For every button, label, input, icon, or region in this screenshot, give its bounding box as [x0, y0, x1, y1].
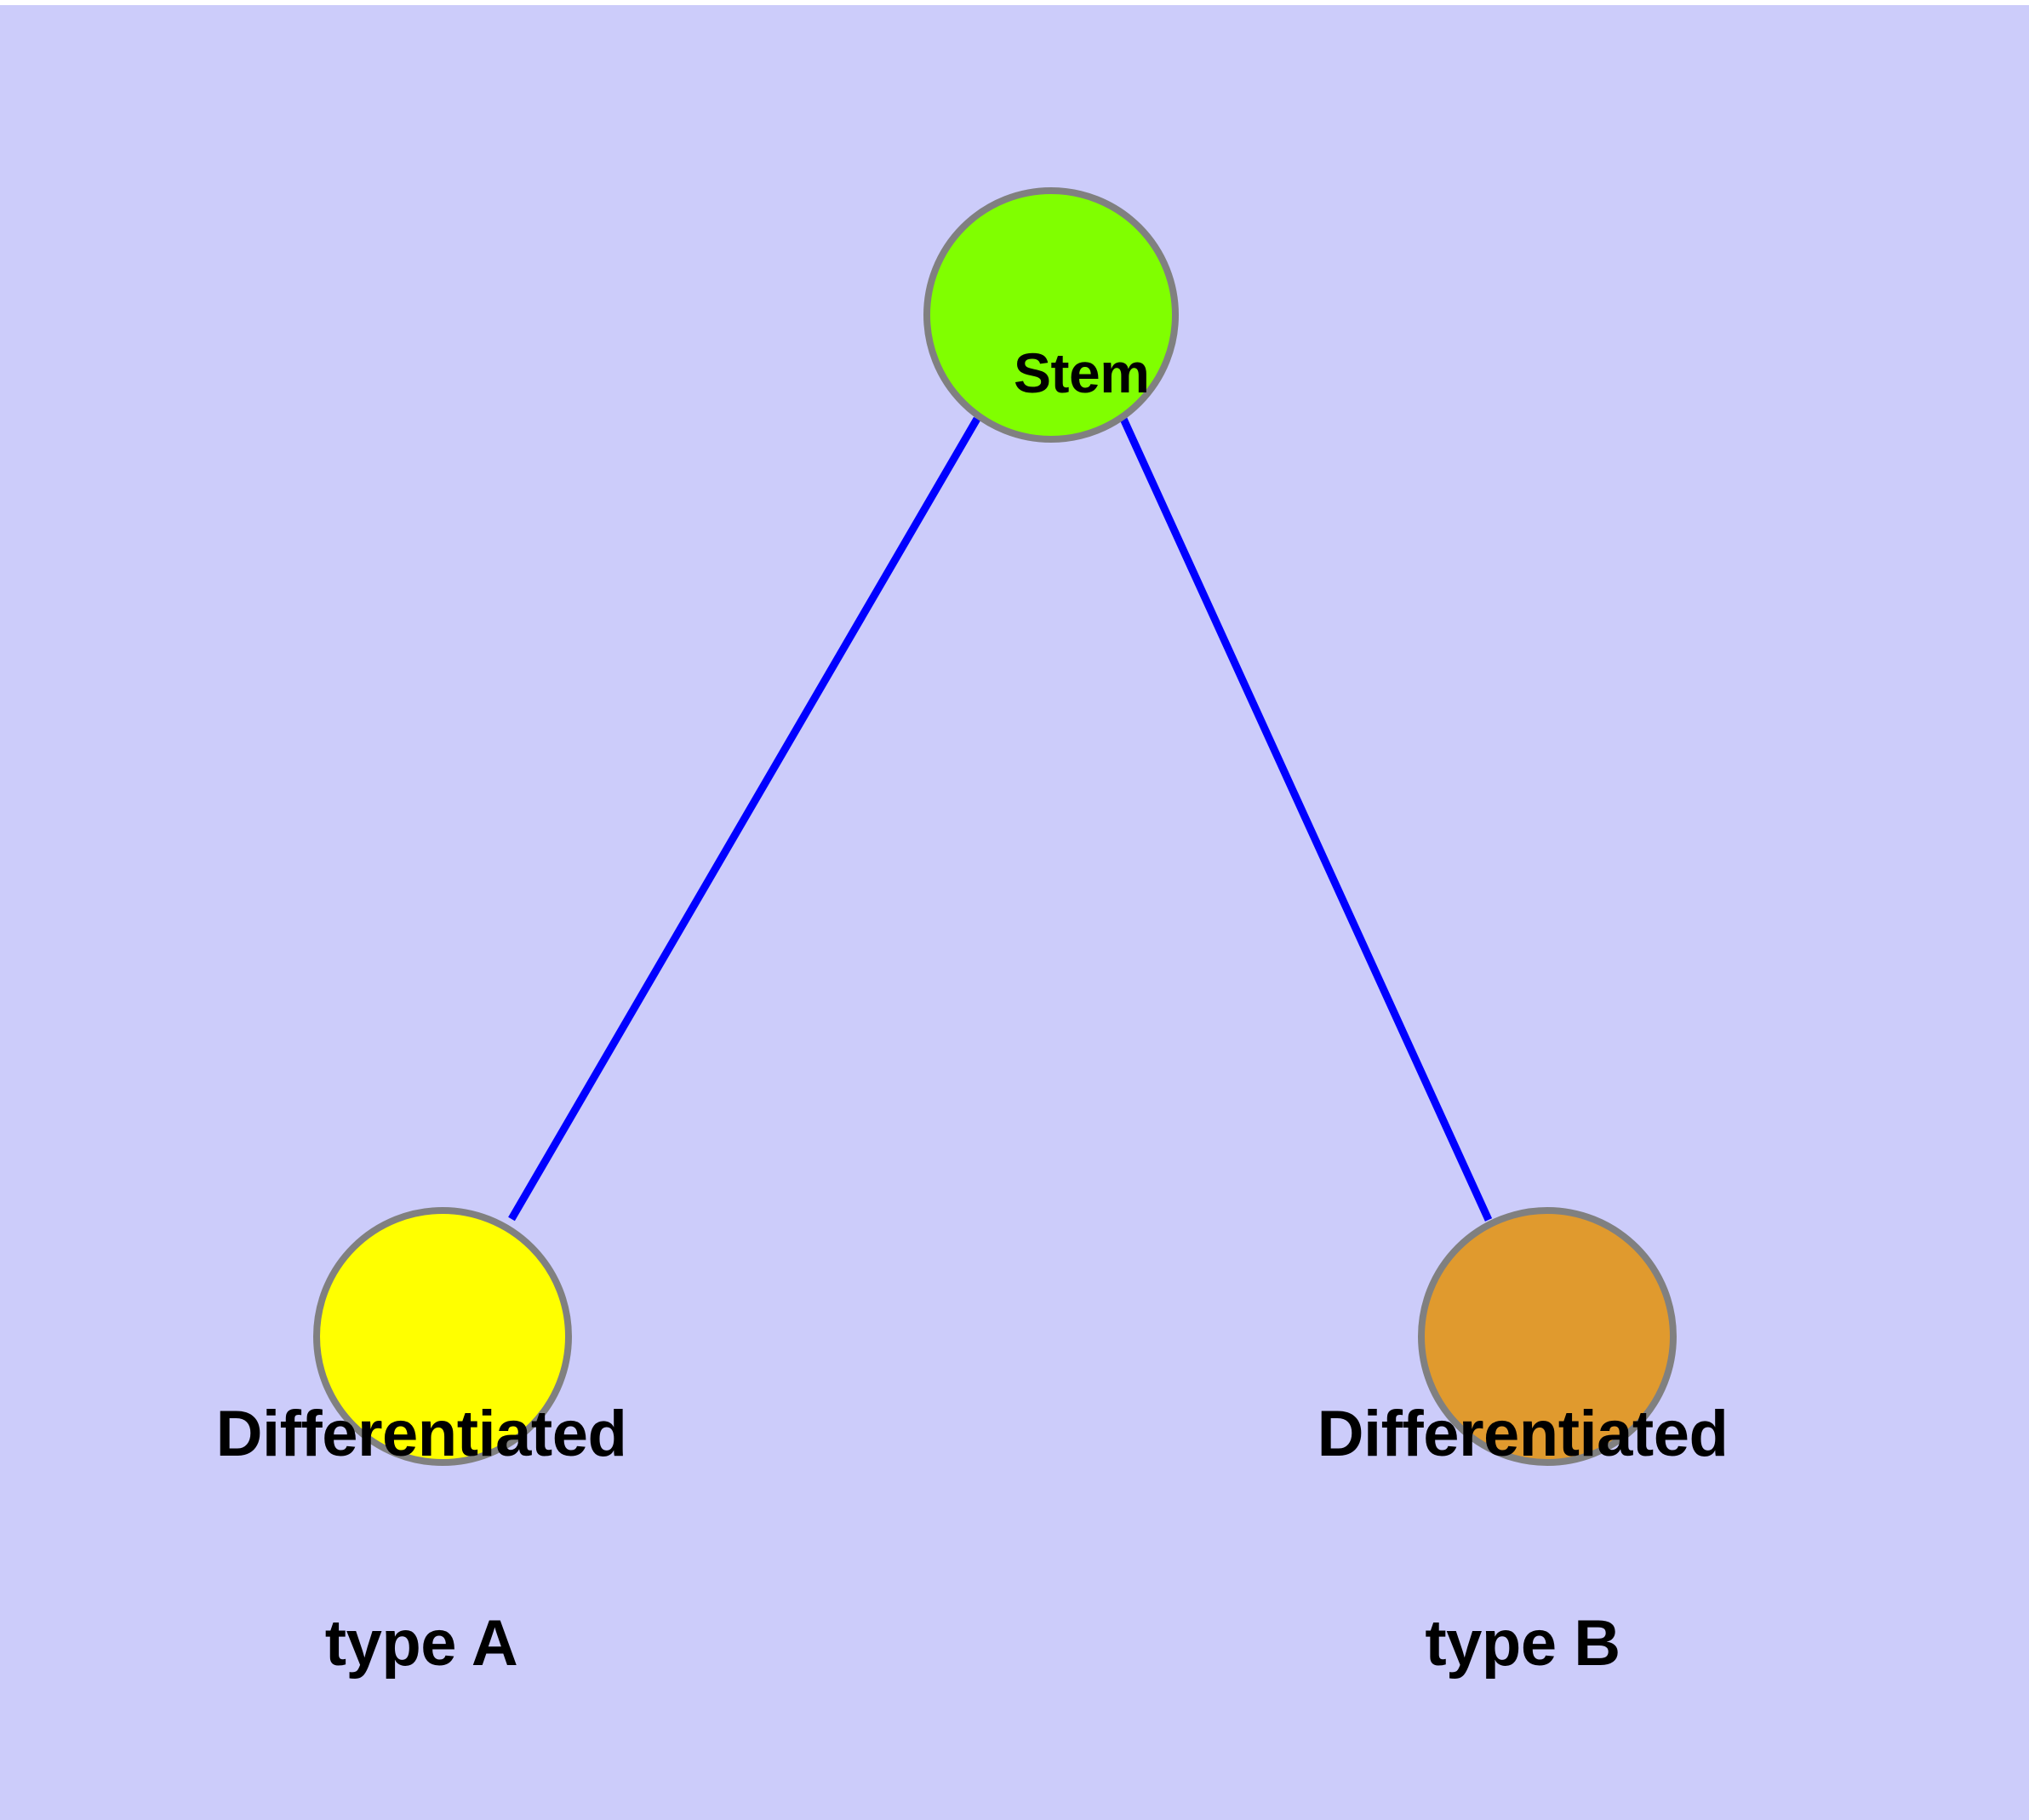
edge-stem-to-differentiated-type-b[interactable] [1119, 417, 1493, 1222]
node-differentiated-type-b[interactable] [1418, 1207, 1677, 1466]
node-layer [313, 187, 1677, 1466]
node-differentiated-type-a[interactable] [313, 1207, 572, 1466]
node-stem[interactable] [923, 187, 1179, 443]
edge-stem-to-differentiated-type-a[interactable] [508, 416, 980, 1222]
edge-layer [508, 416, 1493, 1222]
